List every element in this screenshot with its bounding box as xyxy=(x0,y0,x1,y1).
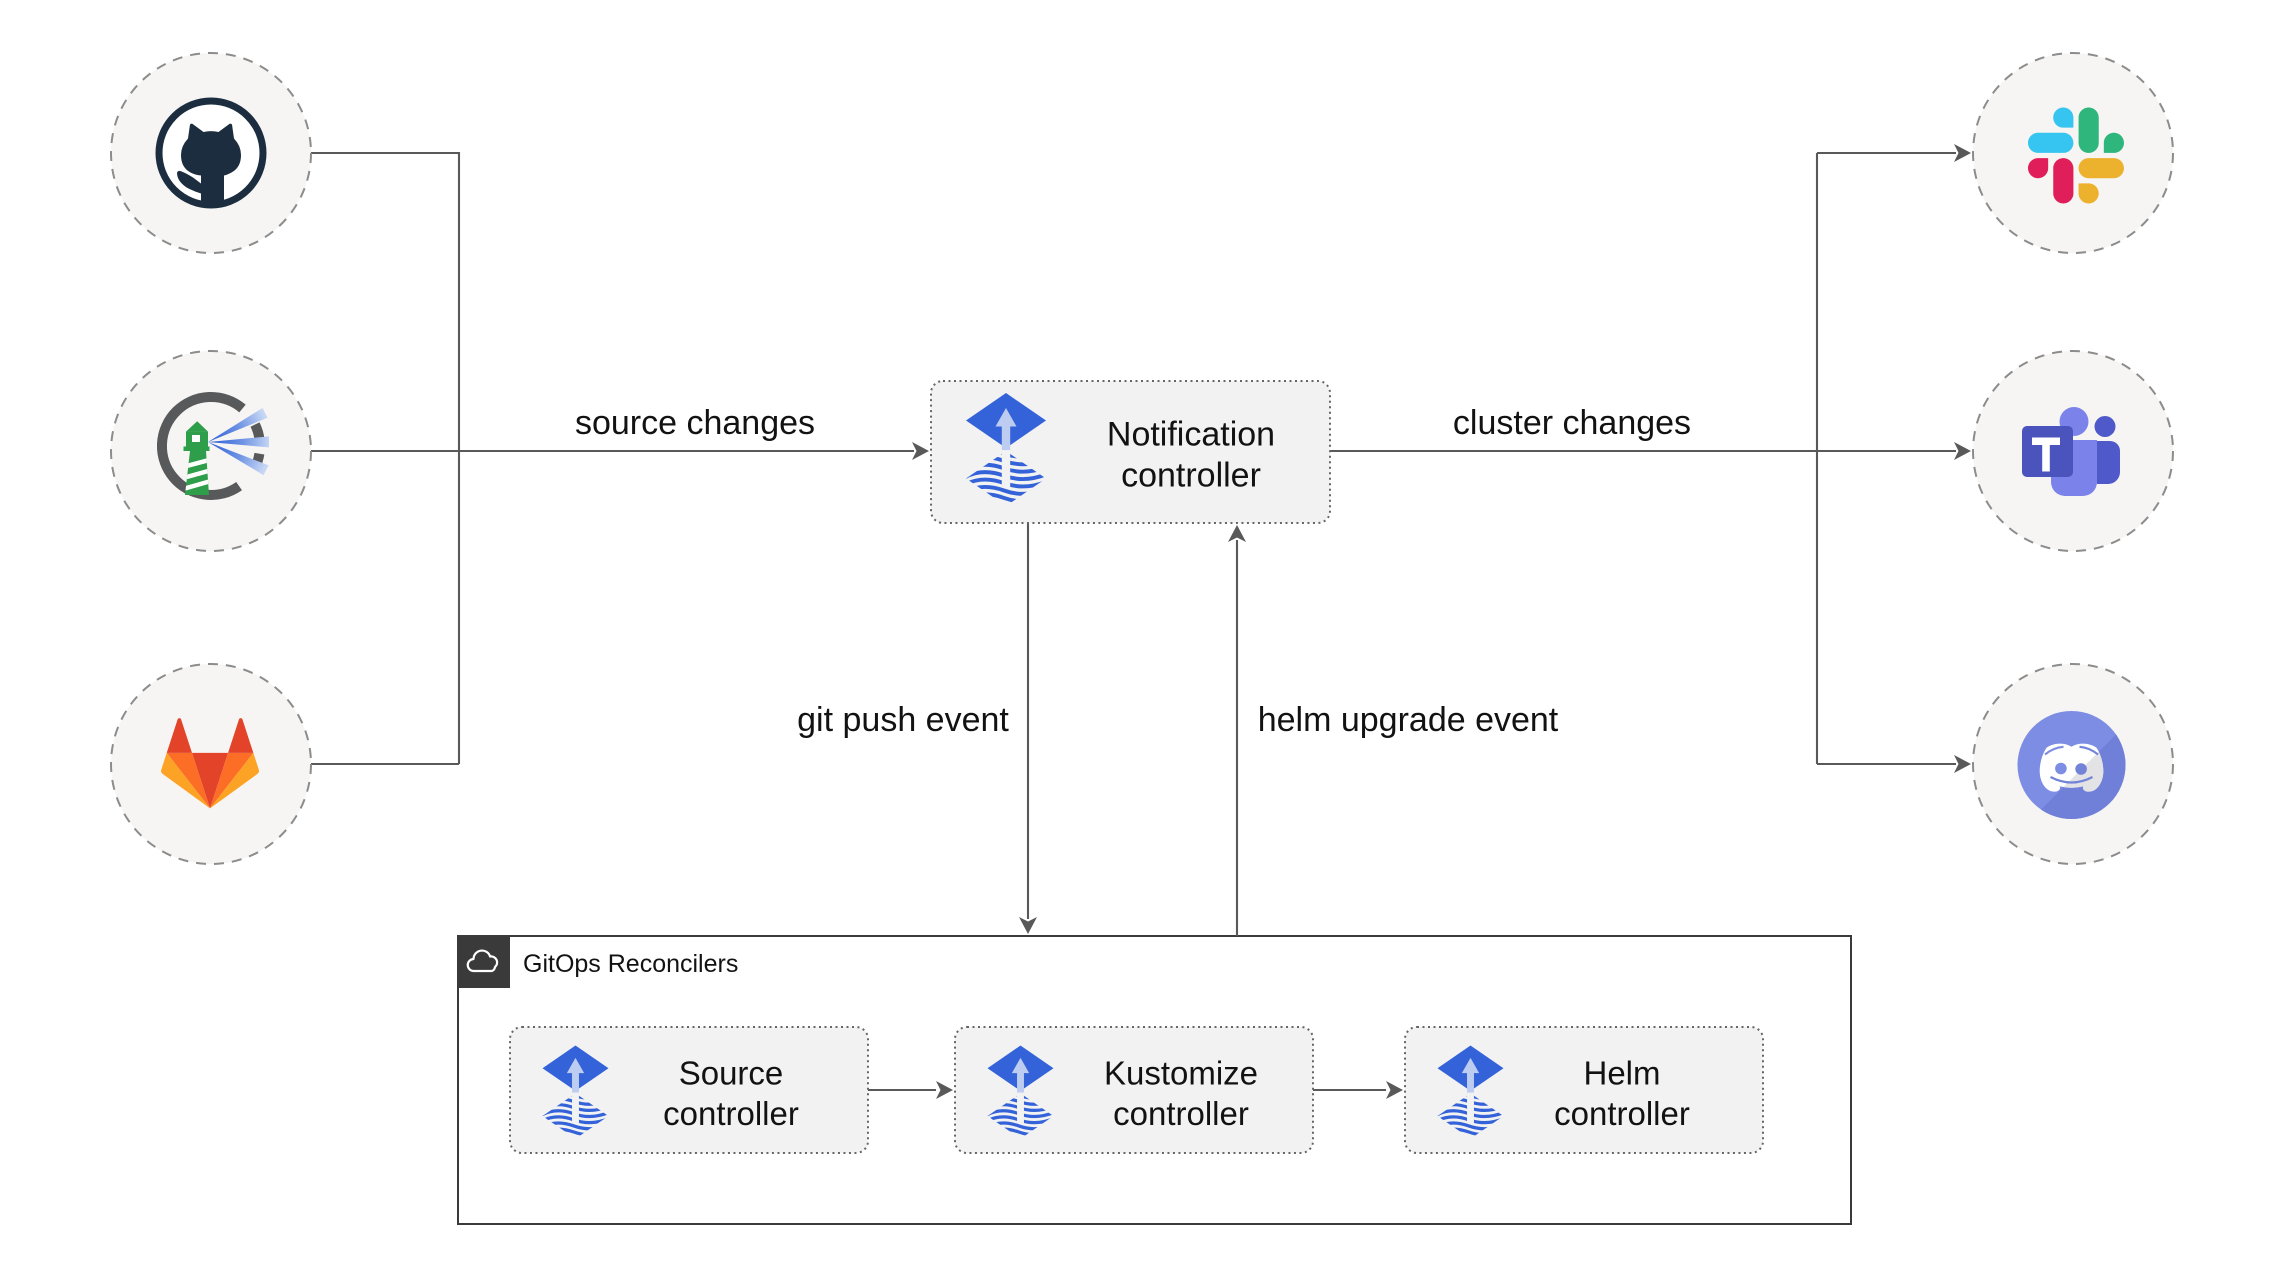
svg-text:controller: controller xyxy=(1113,1095,1249,1132)
svg-text:helm upgrade event: helm upgrade event xyxy=(1258,701,1559,739)
svg-text:Notification: Notification xyxy=(1107,415,1275,453)
svg-text:cluster changes: cluster changes xyxy=(1453,404,1691,442)
svg-text:git push event: git push event xyxy=(797,701,1009,739)
svg-text:controller: controller xyxy=(1121,456,1261,494)
svg-text:Source: Source xyxy=(679,1055,784,1092)
svg-text:Kustomize: Kustomize xyxy=(1104,1055,1258,1092)
svg-text:controller: controller xyxy=(663,1095,799,1132)
svg-text:GitOps Reconcilers: GitOps Reconcilers xyxy=(523,950,738,978)
svg-text:controller: controller xyxy=(1554,1095,1690,1132)
svg-text:source changes: source changes xyxy=(575,404,815,442)
svg-text:Helm: Helm xyxy=(1583,1055,1660,1092)
